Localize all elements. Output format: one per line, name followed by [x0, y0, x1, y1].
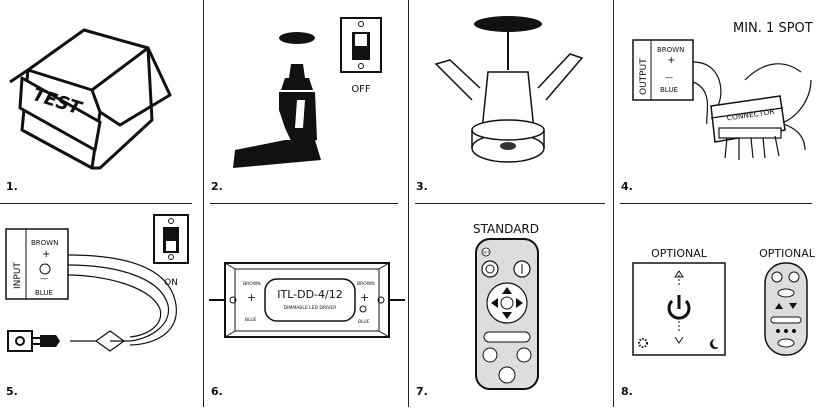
step-4-panel: MIN. 1 SPOT OUTPUT BROWN + — BLUE CONNEC…: [615, 0, 821, 203]
step-3-panel: 3.: [410, 0, 616, 203]
model-label: ITL-DD-4/12: [277, 288, 342, 301]
led-driver-diagram: ITL-DD-4/12 DIMMABLE LED DRIVER BROWN + …: [209, 262, 405, 338]
divider: [408, 0, 409, 407]
title: MIN. 1 SPOT: [733, 21, 813, 36]
blue-left: BLUE: [245, 317, 257, 323]
divider: [203, 0, 204, 407]
step-1-panel: TEST 1.: [0, 0, 206, 203]
brown-label: BROWN: [31, 239, 58, 247]
blue-label: BLUE: [35, 289, 53, 297]
test-box-icon: TEST: [9, 28, 172, 170]
divider: [620, 203, 812, 204]
input-label: INPUT: [13, 262, 23, 289]
step-number: 1.: [6, 180, 18, 193]
brown-right: BROWN: [357, 281, 375, 287]
step-number: 2.: [211, 180, 223, 193]
step-number: 5.: [6, 385, 18, 398]
switch-label: ON: [164, 278, 178, 288]
step-7-panel: STANDARD SET 7.: [410, 205, 616, 408]
divider: [415, 203, 605, 204]
plus-label: +: [667, 55, 675, 66]
title-left: OPTIONAL: [651, 247, 708, 260]
step-number: 8.: [621, 385, 633, 398]
step-number: 6.: [211, 385, 223, 398]
title-right: OPTIONAL: [759, 247, 816, 260]
step-8-panel: OPTIONAL OPTIONAL 8.: [615, 205, 821, 408]
brown-label: BROWN: [657, 46, 684, 54]
step-6-panel: ITL-DD-4/12 DIMMABLE LED DRIVER BROWN + …: [205, 205, 411, 408]
blue-right: BLUE: [358, 319, 370, 325]
minus-label: —: [40, 274, 48, 283]
output-connector-diagram: MIN. 1 SPOT OUTPUT BROWN + — BLUE CONNEC…: [632, 21, 813, 160]
minus-label: —: [665, 73, 673, 82]
step-2-panel: OFF 2.: [205, 0, 411, 203]
divider: [0, 203, 192, 204]
step-number: 7.: [416, 385, 428, 398]
drill-icon: OFF: [233, 17, 382, 168]
plus-right: +: [360, 291, 369, 304]
divider: [613, 0, 614, 407]
switch-label: OFF: [351, 84, 371, 95]
plus-label: +: [42, 249, 50, 260]
subtitle-label: DIMMABLE LED DRIVER: [284, 305, 337, 311]
brown-left: BROWN: [243, 281, 261, 287]
title: STANDARD: [473, 222, 539, 236]
step-number: 4.: [621, 180, 633, 193]
step-5-panel: INPUT BROWN + — BLUE ON: [0, 205, 206, 408]
output-label: OUTPUT: [639, 58, 649, 95]
input-wiring-diagram: INPUT BROWN + — BLUE ON: [5, 214, 189, 352]
plus-left: +: [247, 291, 256, 304]
blue-label: BLUE: [660, 86, 678, 94]
remote-standard-diagram: STANDARD SET: [473, 222, 539, 390]
step-number: 3.: [416, 180, 428, 193]
set-label: SET: [483, 251, 490, 255]
spot-light-icon: [434, 16, 584, 163]
optional-controls-diagram: OPTIONAL OPTIONAL: [632, 247, 816, 356]
divider: [210, 203, 398, 204]
